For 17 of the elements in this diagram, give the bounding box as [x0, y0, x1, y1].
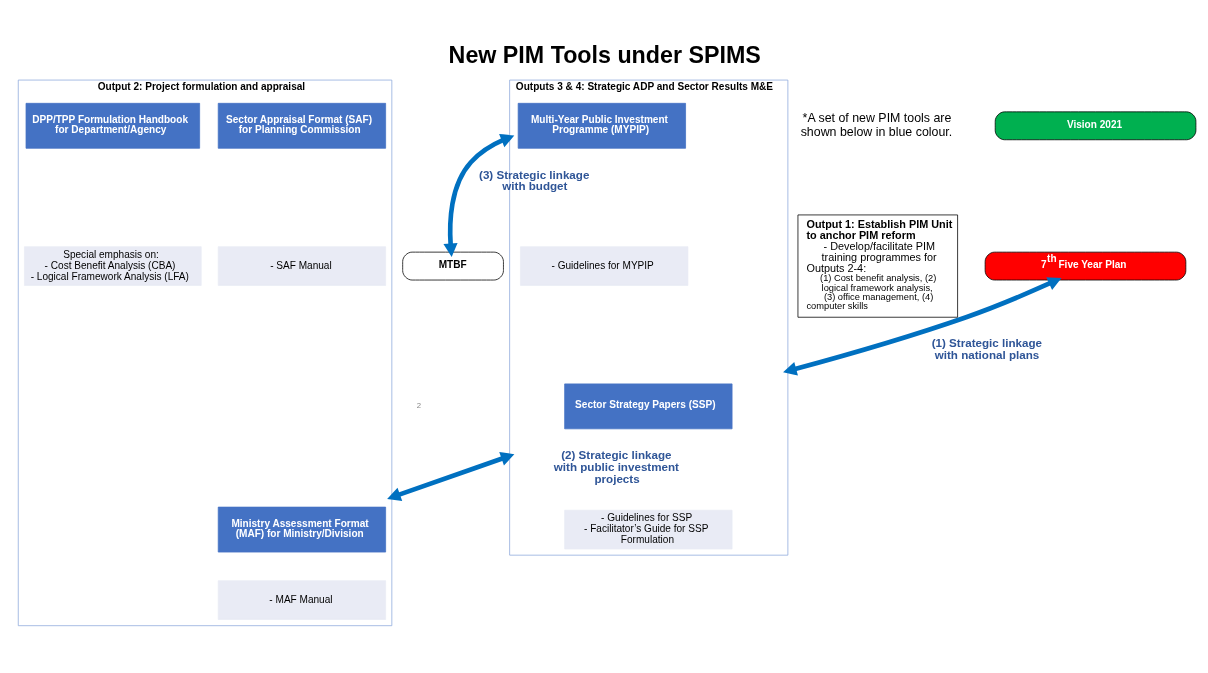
node-box: Output 1: Establish PIM Unit to anchor PIM reform - Develop/facilitate PIM training programmes for Outputs 2-4: (1) Cost benefit analysis, (2) logical framework analysis, (3) office management, (4) computer skills	[797, 214, 958, 318]
arrow	[783, 276, 1062, 376]
edge-label: (1) Strategic linkage with national plans	[931, 335, 1042, 361]
node-box: Sector Strategy Papers (SSP)	[564, 383, 733, 429]
arrow	[443, 133, 515, 257]
node-box: Multi-Year Public Investment Programme (MYPIP)	[517, 102, 686, 149]
edge-label: (2) Strategic linkage with public investment projects	[553, 447, 679, 485]
label: *A set of new PIM tools are shown below in blue colour.	[800, 110, 953, 139]
edge-label: (3) Strategic linkage with budget	[479, 167, 590, 192]
diagram-title: New PIM Tools under SPIMS	[448, 41, 761, 68]
node-box: Vision 2021	[994, 110, 1197, 140]
node-box: DPP/TPP Formulation Handbook for Department/Agency	[25, 102, 200, 149]
arrow	[387, 451, 515, 501]
node-box: MTBF	[402, 251, 504, 280]
node-box: Sector Appraisal Format (SAF) for Planning Commission	[217, 102, 386, 149]
node-box: Ministry Assessment Format (MAF) for Ministry/Division	[217, 506, 386, 552]
label: 2	[416, 400, 421, 410]
